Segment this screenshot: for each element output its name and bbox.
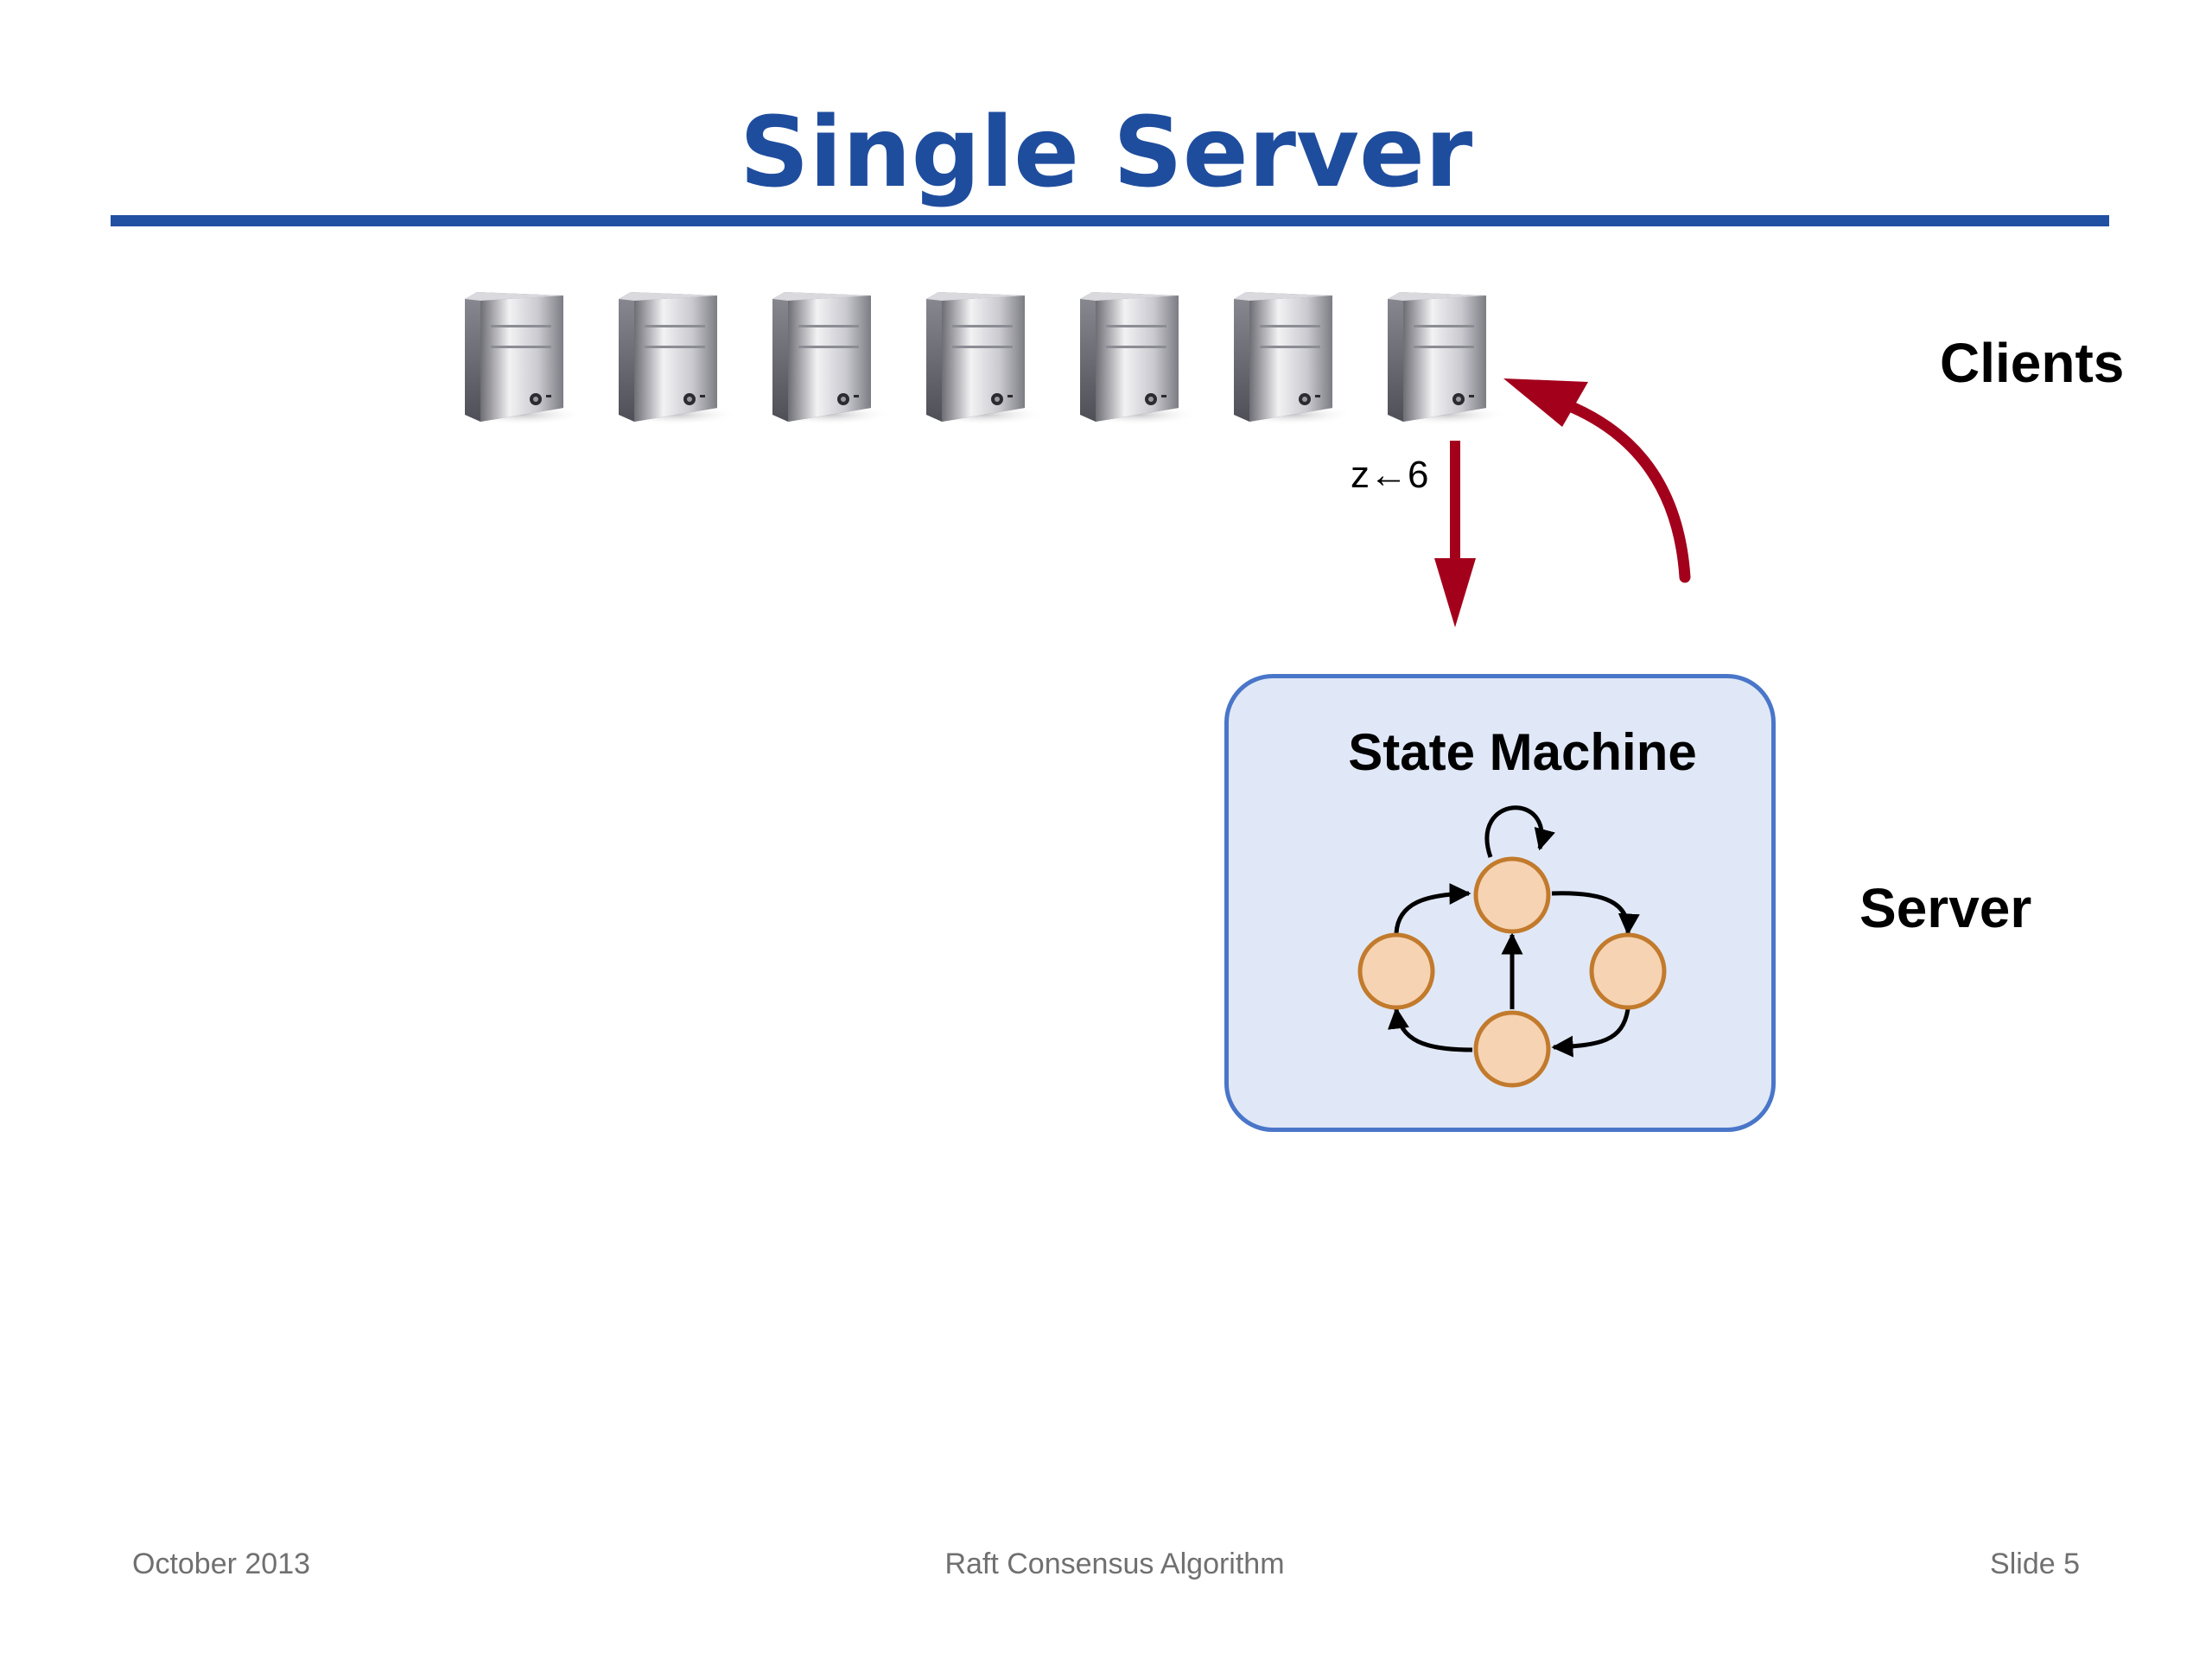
state-node: [1589, 932, 1667, 1010]
state-node: [1357, 932, 1435, 1010]
title-rule: [111, 215, 2109, 226]
footer-title: Raft Consensus Algorithm: [944, 1548, 1285, 1580]
server-label: Server: [1859, 877, 2032, 939]
footer-date: October 2013: [132, 1548, 311, 1580]
footer-slide-number: Slide 5: [1990, 1548, 2080, 1580]
clients-label: Clients: [1940, 332, 2125, 394]
command-label: z←6: [1351, 454, 1429, 496]
state-transition: [1551, 1008, 1630, 1058]
request-arrow: [1434, 441, 1476, 627]
state-transition: [1394, 882, 1471, 934]
state-transition: [1484, 805, 1555, 858]
slide-title: Single Server: [739, 97, 1473, 209]
state-machine-title: State Machine: [1348, 723, 1697, 781]
state-node: [1473, 856, 1551, 934]
state-transition: [1551, 891, 1640, 936]
state-transition: [1388, 1007, 1473, 1052]
state-node: [1473, 1010, 1551, 1088]
response-arrow: [1503, 378, 1691, 583]
